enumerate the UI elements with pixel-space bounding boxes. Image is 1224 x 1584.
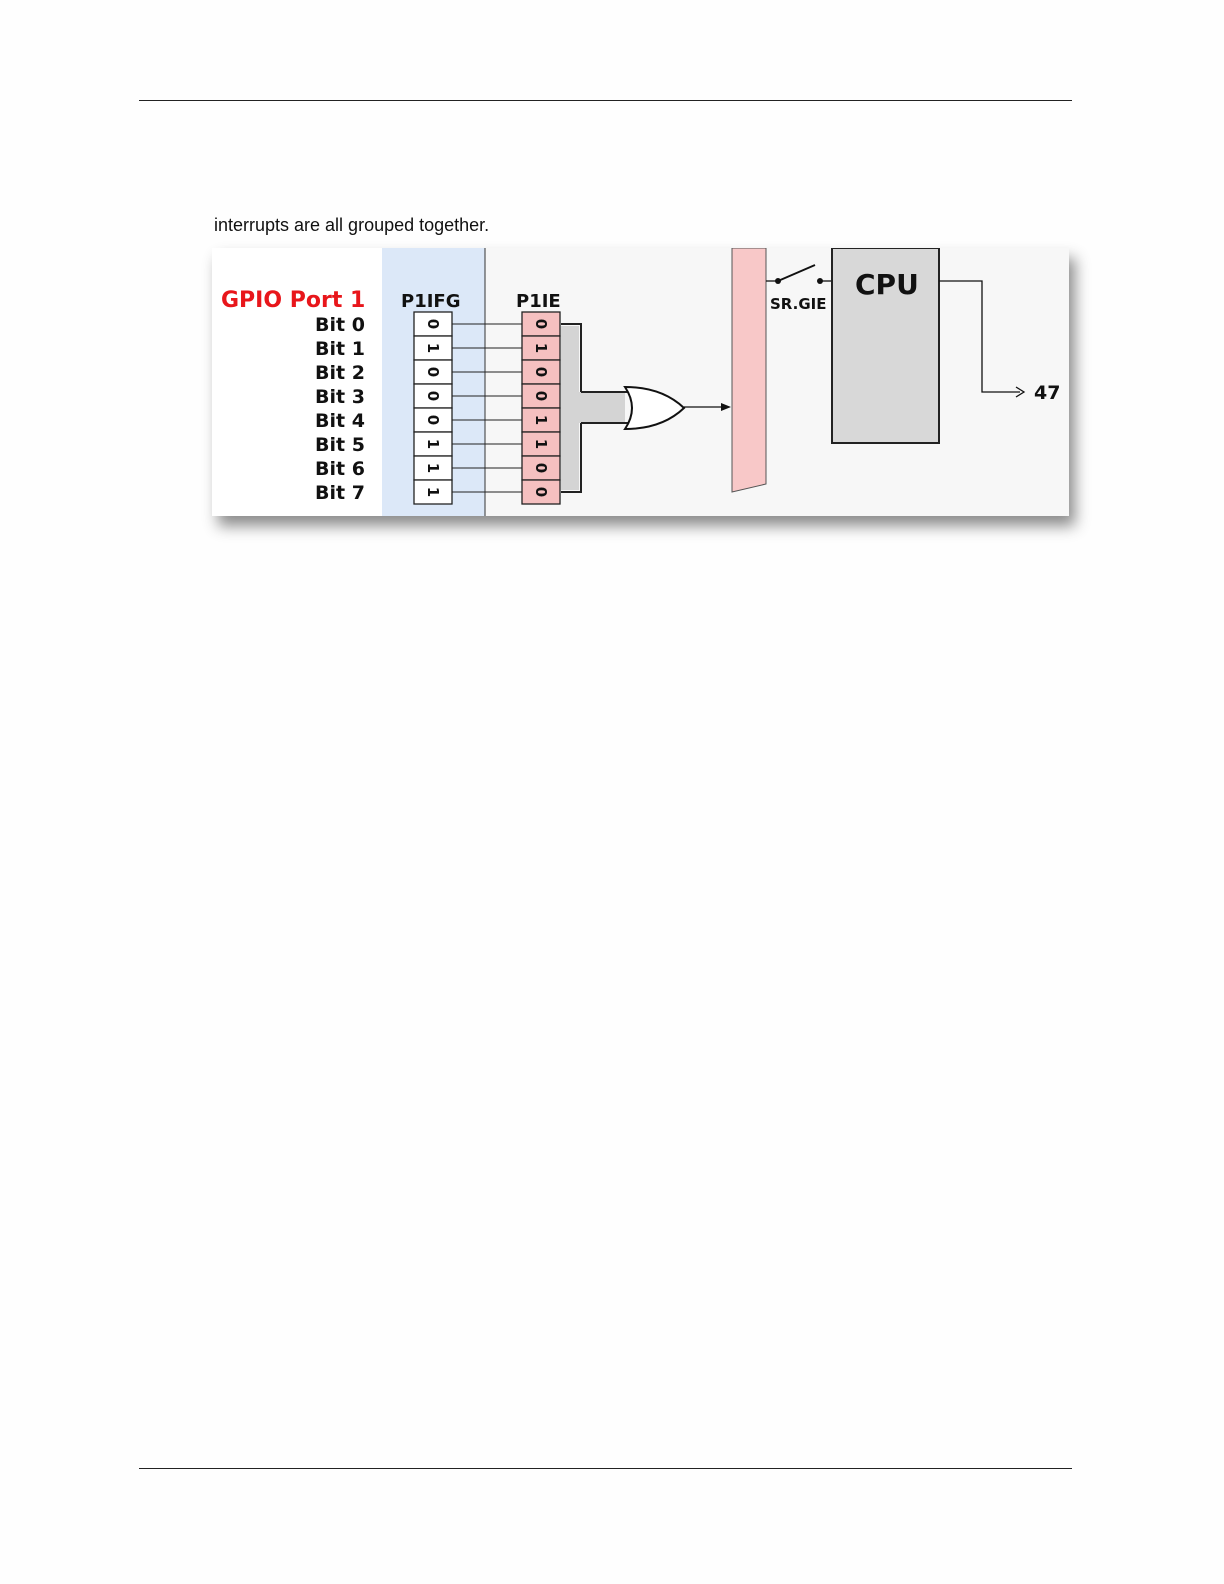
header-rule <box>139 100 1072 101</box>
or-output-arrowhead <box>721 403 731 411</box>
ifg-bit-value: 1 <box>424 487 442 497</box>
vector-wire <box>939 281 1020 392</box>
bit-label: Bit 3 <box>315 386 365 408</box>
ifg-bit-value: 0 <box>424 415 442 425</box>
or-gate <box>625 387 684 429</box>
port-title: GPIO Port 1 <box>221 288 365 313</box>
bit-label: Bit 5 <box>315 434 365 456</box>
bit-label: Bit 1 <box>315 338 365 360</box>
ie-header: P1IE <box>516 291 561 312</box>
cpu-label: CPU <box>855 268 919 301</box>
ifg-header: P1IFG <box>401 291 460 312</box>
gie-label: SR.GIE <box>770 295 826 313</box>
interrupt-mux <box>732 248 766 492</box>
ifg-bit-value: 1 <box>424 463 442 473</box>
ie-bit-value: 0 <box>532 487 550 497</box>
ie-bit-value: 0 <box>532 463 550 473</box>
bit-label: Bit 6 <box>315 458 365 480</box>
footer-rule <box>139 1468 1072 1469</box>
bit-label: Bit 7 <box>315 482 365 504</box>
gie-switch-lever <box>778 265 815 281</box>
ie-bit-value: 1 <box>532 343 550 353</box>
ifg-bit-value: 0 <box>424 319 442 329</box>
bit-label: Bit 2 <box>315 362 365 384</box>
ie-bit-value: 0 <box>532 367 550 377</box>
bus-fill <box>561 326 625 490</box>
ifg-bit-value: 1 <box>424 343 442 353</box>
caption-text: interrupts are all grouped together. <box>214 215 489 236</box>
bit-label: Bit 4 <box>315 410 365 432</box>
ifg-bit-value: 1 <box>424 439 442 449</box>
ie-bit-value: 1 <box>532 415 550 425</box>
bit-label: Bit 0 <box>315 314 365 336</box>
ifg-bit-value: 0 <box>424 391 442 401</box>
ie-bit-value: 0 <box>532 319 550 329</box>
ie-bit-value: 1 <box>532 439 550 449</box>
ifg-bit-value: 0 <box>424 367 442 377</box>
vector-number: 47 <box>1034 382 1060 404</box>
ie-bit-value: 0 <box>532 391 550 401</box>
